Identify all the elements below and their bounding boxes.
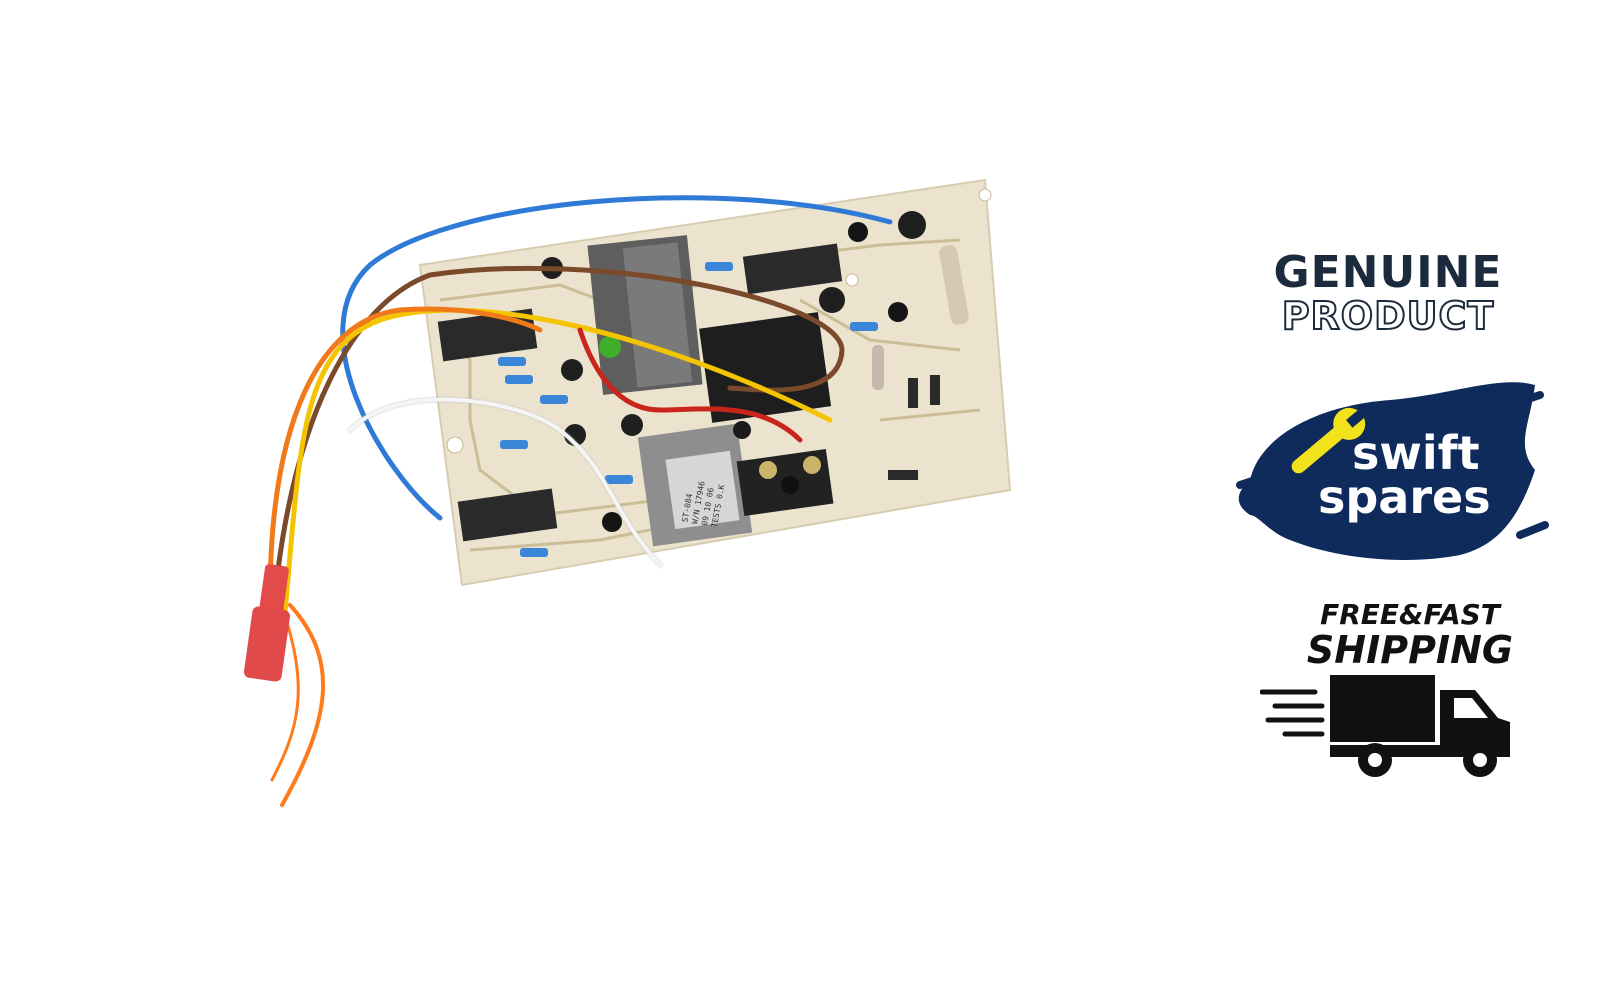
brand-word-spares: spares: [1318, 470, 1491, 524]
shipping-badge: FREE&FAST SHIPPING: [1300, 598, 1520, 672]
brand-word-swift: swift: [1352, 426, 1480, 480]
free-fast-label: FREE&FAST: [1320, 598, 1500, 631]
circuit-board: ST-084 W/N 17946 09 10 06 TESTS 0.K: [418, 178, 1012, 587]
orange-wire: [267, 306, 543, 603]
white-wire: [348, 397, 662, 567]
blue-wire: [340, 195, 893, 521]
orange-lead-wire: [280, 603, 326, 807]
swift-spares-logo: [1236, 382, 1549, 560]
genuine-product-badge: GENUINE PRODUCT: [1268, 247, 1508, 338]
wire-harness: [267, 195, 893, 807]
truck-icon: [1260, 675, 1510, 777]
wrench-icon: [1291, 407, 1368, 474]
brown-wire: [275, 265, 845, 573]
product-label: PRODUCT: [1281, 294, 1495, 338]
red-wire: [577, 327, 803, 443]
spade-connector: [243, 564, 291, 682]
orange-lead-wire-2: [270, 608, 300, 782]
yellow-wire: [282, 307, 833, 615]
genuine-label: GENUINE: [1273, 247, 1503, 298]
shipping-label: SHIPPING: [1306, 628, 1514, 672]
